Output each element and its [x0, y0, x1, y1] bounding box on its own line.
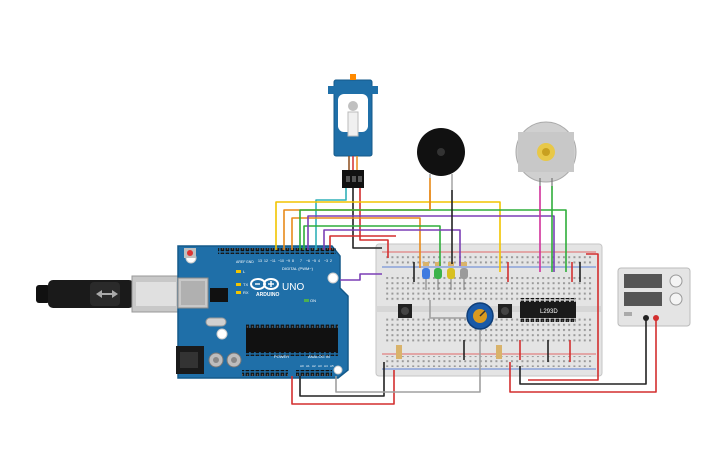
svg-text:7: 7 [300, 259, 302, 263]
usb-icon [96, 290, 118, 298]
power-header-label: POWER [274, 354, 289, 359]
svg-text:12: 12 [264, 259, 268, 263]
l-led [236, 270, 241, 273]
analog-header[interactable] [296, 370, 332, 376]
svg-text:~5: ~5 [312, 259, 316, 263]
led-yellow[interactable] [447, 268, 455, 290]
svg-text:A1: A1 [306, 364, 310, 368]
led-blue[interactable] [422, 268, 430, 290]
svg-text:~6: ~6 [306, 259, 310, 263]
power-header[interactable] [242, 370, 288, 376]
svg-text:~9: ~9 [286, 259, 290, 263]
svg-text:4: 4 [318, 259, 320, 263]
pushbutton-right[interactable] [498, 304, 512, 318]
l-label: L [243, 269, 246, 274]
usb-chip [210, 288, 228, 302]
analog-header-label: ANALOG IN [308, 354, 330, 359]
svg-text:GND: GND [246, 260, 254, 264]
digital-header[interactable] [218, 248, 336, 254]
servo-motor[interactable] [328, 74, 378, 188]
on-led [304, 299, 309, 302]
current-display [624, 292, 662, 306]
led-resistors [423, 262, 467, 266]
potentiometer[interactable] [466, 302, 494, 330]
svg-text:~10: ~10 [278, 259, 284, 263]
atmega-chip [246, 328, 338, 352]
on-label: ON [310, 298, 316, 303]
rx-label: RX [243, 290, 249, 295]
led-gray[interactable] [460, 268, 468, 290]
svg-text:A3: A3 [318, 364, 322, 368]
arduino-uno-board[interactable]: L TX RX ON ARDUINO UNO DIGITAL (PWM~) AR… [176, 245, 349, 379]
usb-cable [36, 275, 181, 313]
svg-text:AREF: AREF [236, 260, 245, 264]
voltage-display [624, 274, 662, 288]
piezo-buzzer[interactable] [417, 128, 465, 190]
svg-text:~3: ~3 [324, 259, 328, 263]
svg-text:A2: A2 [312, 364, 316, 368]
tx-led [236, 283, 241, 286]
lower-resistors [396, 345, 502, 359]
current-knob[interactable] [669, 292, 683, 306]
svg-text:~11: ~11 [270, 259, 276, 263]
svg-text:8: 8 [292, 259, 294, 263]
voltage-knob[interactable] [669, 274, 683, 288]
rx-led [236, 291, 241, 294]
led-green[interactable] [434, 268, 442, 290]
svg-text:2: 2 [330, 259, 332, 263]
svg-text:13: 13 [258, 259, 262, 263]
arduino-brand: ARDUINO [256, 292, 279, 298]
svg-text:A4: A4 [324, 364, 328, 368]
l293d-driver-chip[interactable]: L293D [520, 298, 576, 322]
dc-motor[interactable] [515, 121, 577, 190]
reset-button-cap[interactable] [187, 250, 193, 256]
pushbutton-left[interactable] [398, 304, 412, 318]
svg-text:A5: A5 [330, 364, 334, 368]
wires [275, 178, 657, 405]
arduino-logo-icon [250, 278, 279, 290]
digital-header-label: DIGITAL (PWM~) [282, 266, 314, 271]
power-supply[interactable] [617, 267, 691, 327]
driver-chip-label: L293D [540, 309, 558, 315]
tx-label: TX [243, 282, 248, 287]
svg-text:A0: A0 [300, 364, 304, 368]
arduino-model: UNO [282, 282, 304, 293]
